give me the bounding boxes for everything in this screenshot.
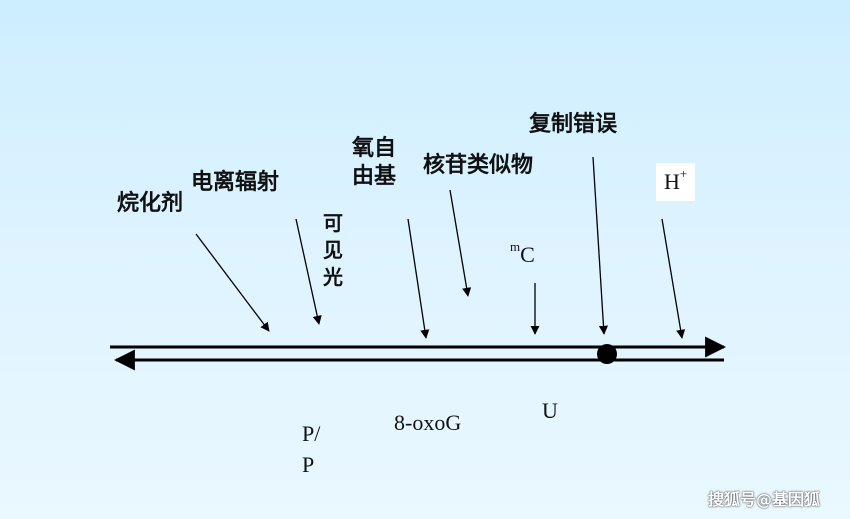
- label-proton-base: H: [664, 169, 680, 194]
- arrow-replication-error: [592, 156, 609, 335]
- label-oxog: 8-oxoG: [394, 410, 462, 435]
- arrow-visible-light: [295, 218, 322, 325]
- label-pp-2: P: [302, 452, 315, 477]
- label-proton: H+: [656, 163, 696, 202]
- label-methyl-c-base: C: [520, 242, 535, 267]
- watermark: 搜狐号@基因狐: [708, 490, 821, 509]
- arrow-proton: [661, 218, 686, 339]
- arrow-alkylating: [195, 233, 270, 332]
- label-methyl-c-sup: m: [510, 239, 521, 254]
- label-visible-light: 可 见 光: [323, 210, 343, 291]
- label-visible-light-1: 可: [323, 211, 343, 235]
- label-pp-1: P/: [302, 421, 321, 446]
- label-free-radical: 氧自 由基: [352, 135, 396, 191]
- label-free-radical-1: 氧自: [352, 136, 397, 161]
- label-methyl-c: mC: [510, 239, 535, 267]
- label-free-radical-2: 由基: [352, 164, 397, 189]
- label-proton-sup: +: [679, 166, 688, 181]
- label-ionizing: 电离辐射: [191, 170, 280, 195]
- arrow-free-radical: [407, 218, 430, 339]
- label-pp: P/ P: [302, 418, 320, 480]
- arrow-nucleoside-analog: [449, 189, 472, 297]
- label-nucleoside-analog: 核苷类似物: [423, 153, 534, 178]
- label-visible-light-3: 光: [323, 265, 343, 289]
- label-replication-error: 复制错误: [529, 112, 618, 137]
- mismatch-dot: [597, 344, 617, 364]
- label-visible-light-2: 见: [323, 238, 343, 262]
- label-uracil: U: [542, 398, 558, 423]
- label-alkylating: 烷化剂: [117, 191, 184, 216]
